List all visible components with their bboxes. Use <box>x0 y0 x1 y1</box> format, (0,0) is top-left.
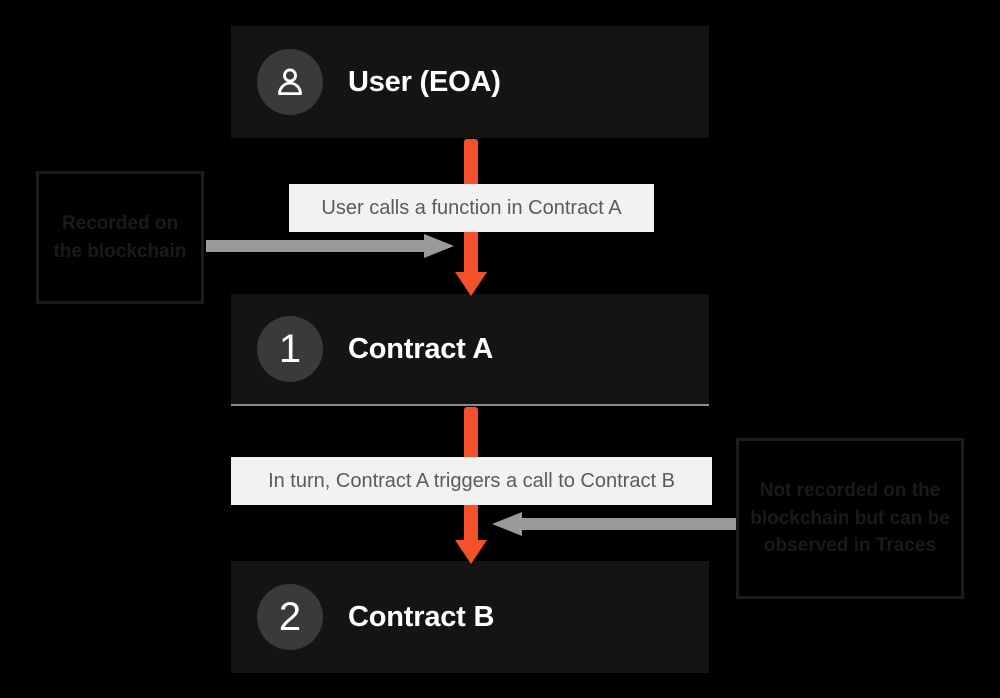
annotation-pointer-left-icon <box>492 512 740 536</box>
annotation-pointer-left-shaft <box>206 240 430 252</box>
node-contract-a[interactable]: 1 Contract A <box>231 294 709 406</box>
call-arrow-1-stem <box>464 230 478 276</box>
call-arrow-2 <box>455 502 487 564</box>
call-arrow-1 <box>455 230 487 296</box>
number-badge-2: 2 <box>257 584 323 650</box>
call-arrow-1-head <box>455 272 487 296</box>
annotation-pointer-right-icon <box>206 234 454 258</box>
annotation-pointer-left-tip <box>424 234 454 258</box>
note-recorded-on-blockchain: Recorded on the blockchain <box>36 171 204 304</box>
annotation-pointer-right-tip <box>492 512 522 536</box>
node-contract-a-label: Contract A <box>348 332 494 365</box>
call-arrow-2-stem <box>464 502 478 544</box>
number-badge-1: 1 <box>257 316 323 382</box>
call-arrow-2-head <box>455 540 487 564</box>
node-contract-b[interactable]: 2 Contract B <box>231 561 709 673</box>
annotation-pointer-right-shaft <box>522 518 740 530</box>
call-arrow-1-upper-stem <box>464 139 478 187</box>
person-icon <box>257 49 323 115</box>
call-arrow-2-upper-stem <box>464 407 478 459</box>
note-not-recorded-on-blockchain: Not recorded on the blockchain but can b… <box>736 438 964 599</box>
node-user-label: User (EOA) <box>348 65 501 98</box>
edge-label-user-to-contract-a: User calls a function in Contract A <box>289 184 654 232</box>
node-contract-b-label: Contract B <box>348 600 495 633</box>
node-user[interactable]: User (EOA) <box>231 26 709 138</box>
edge-label-contract-a-to-contract-b: In turn, Contract A triggers a call to C… <box>231 457 712 505</box>
